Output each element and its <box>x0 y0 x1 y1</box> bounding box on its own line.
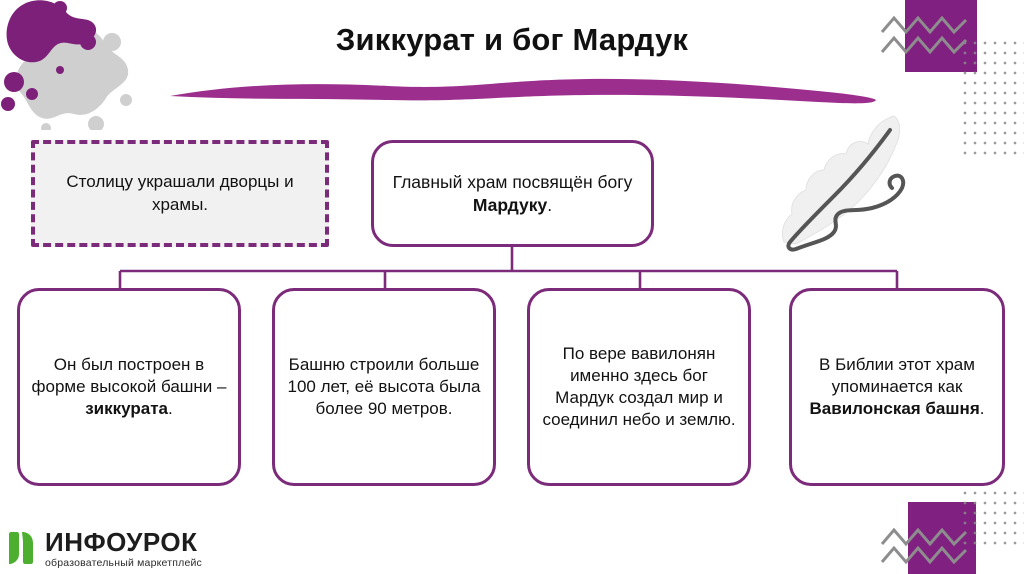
box-c-text-before: По вере вавилонян именно здесь бог Марду… <box>542 343 736 430</box>
box-a-text-after: . <box>168 399 173 419</box>
box-a-text-before: Он был построен в форме высокой башни – <box>31 354 227 396</box>
box-d-text-bold: Вавилонская башня <box>809 399 980 419</box>
box-temple-text-after: . <box>547 194 553 215</box>
quill-pen-decoration <box>781 115 906 252</box>
box-capital-decorated: Столицу украшали дворцы и храмы. <box>31 140 329 247</box>
infourok-wordmark: ИНФОУРОК <box>45 526 198 557</box>
infourok-tagline: образовательный маркетплейс <box>45 556 203 569</box>
purple-square-bottom-right <box>908 502 976 574</box>
box-a-text-bold: зиккурата <box>85 399 169 419</box>
box-temple-text-before: Главный храм посвящён богу <box>392 171 633 192</box>
box-d-text-after: . <box>979 399 985 419</box>
box-main-temple: Главный храм посвящён богу Мардуку. <box>371 140 654 247</box>
page-title: Зиккурат и бог Мардук <box>335 22 689 57</box>
infourok-logo: ИНФОУРОК образовательный маркетплейс <box>8 529 202 569</box>
dot-grid-bottom-right <box>960 488 1024 548</box>
paint-splatter-decoration <box>1 0 132 130</box>
box-capital-text: Столицу украшали дворцы и храмы. <box>66 172 294 214</box>
zigzag-lines-bottom-right <box>880 528 968 565</box>
infourok-logo-mark-icon <box>9 532 33 565</box>
box-b-text-before: Башню строили больше 100 лет, её высота … <box>287 354 481 419</box>
title-underline-brushstroke <box>170 78 876 104</box>
box-d-text-before: В Библии этот храм упоминается как <box>819 354 975 396</box>
box-temple-text: Главный храм посвящён богу Мардуку. <box>374 171 651 217</box>
box-babylonian-belief: По вере вавилонян именно здесь бог Марду… <box>527 288 751 486</box>
box-bible-tower: В Библии этот храм упоминается как Вавил… <box>789 288 1005 486</box>
box-ziggurat-shape: Он был построен в форме высокой башни – … <box>17 288 241 486</box>
infourok-logo-text: ИНФОУРОК образовательный маркетплейс <box>45 529 202 569</box>
box-tower-construction: Башню строили больше 100 лет, её высота … <box>272 288 496 486</box>
box-temple-text-bold: Мардуку <box>472 194 548 215</box>
